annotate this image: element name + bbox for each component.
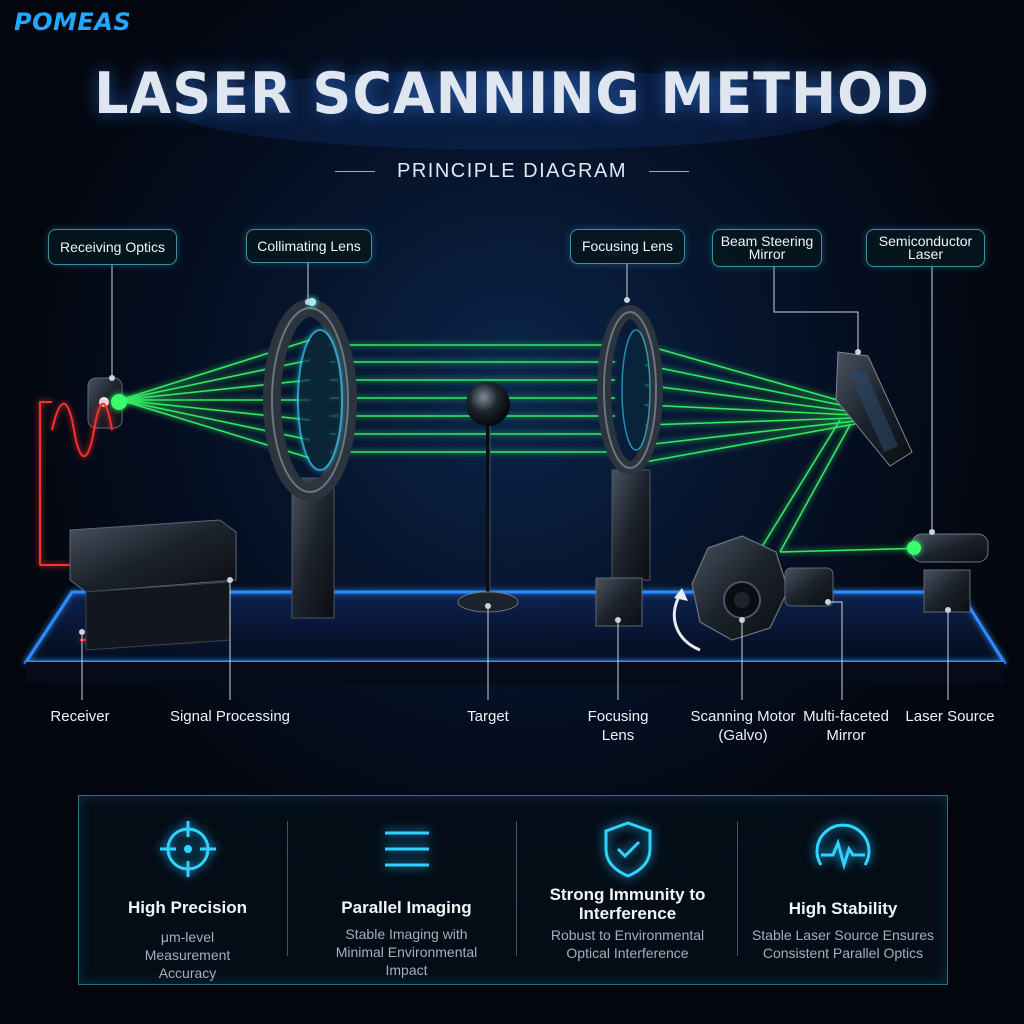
scanning-motor-device xyxy=(672,535,834,652)
shield-check-icon xyxy=(519,814,736,884)
label-target: Target xyxy=(467,708,509,725)
subtitle-divider-right xyxy=(648,171,689,172)
label-receiver: Receiver xyxy=(50,708,110,725)
label-focusing-lens: Focusing Lens xyxy=(570,229,685,264)
subtitle-row: PRINCIPLE DIAGRAM xyxy=(0,160,1024,183)
beam-steering-mirror-device xyxy=(835,351,913,467)
receiver-box xyxy=(69,519,237,651)
feature-divider xyxy=(287,821,288,956)
label-receiving-optics: Receiving Optics xyxy=(48,229,177,265)
page-title: LASER SCANNING METHOD xyxy=(94,60,930,127)
collimating-lens-device xyxy=(263,298,357,619)
crosshair-icon xyxy=(79,814,296,884)
label-semiconductor-laser: Semiconductor Laser xyxy=(866,229,985,267)
feature-desc: Robust to Environmental Optical Interfer… xyxy=(550,927,705,961)
label-focusing-lens-bottom: Focusing Lens xyxy=(587,708,649,744)
page-subtitle: PRINCIPLE DIAGRAM xyxy=(397,160,627,182)
feature-title: High Stability xyxy=(788,899,898,918)
brand-logo: POMEAS xyxy=(14,8,132,36)
feature-immunity: Strong Immunity to Interference Robust t… xyxy=(519,796,736,984)
feature-desc: μm-level Measurement Accuracy xyxy=(144,929,231,981)
feature-title: High Precision xyxy=(127,898,248,917)
feature-title: Parallel Imaging xyxy=(341,898,472,917)
callout-lines xyxy=(79,258,951,700)
feature-desc: Stable Imaging with Minimal Environmenta… xyxy=(335,926,478,978)
label-scanning-motor: Scanning Motor (Galvo) xyxy=(690,708,796,744)
label-signal-processing: Signal Processing xyxy=(169,708,291,725)
feature-divider xyxy=(516,821,517,956)
target-device xyxy=(457,382,519,613)
feature-title: Strong Immunity to Interference xyxy=(549,885,706,923)
label-multi-faceted-mirror: Multi-faceted Mirror xyxy=(803,708,889,744)
feature-divider xyxy=(737,821,738,956)
parallel-lines-icon xyxy=(294,814,519,884)
feature-parallel-imaging: Parallel Imaging Stable Imaging with Min… xyxy=(294,796,519,984)
label-collimating-lens: Collimating Lens xyxy=(246,229,372,263)
heartbeat-monitor-icon xyxy=(739,814,947,884)
laser-source-device xyxy=(907,533,989,613)
feature-desc: Stable Laser Source Ensures Consistent P… xyxy=(751,927,935,961)
feature-high-precision: High Precision μm-level Measurement Accu… xyxy=(79,796,296,984)
feature-high-stability: High Stability Stable Laser Source Ensur… xyxy=(739,796,947,984)
subtitle-divider-left xyxy=(335,171,375,172)
label-beam-steering-mirror: Beam Steering Mirror xyxy=(712,229,822,267)
label-laser-source: Laser Source xyxy=(905,708,995,725)
focusing-lens-device xyxy=(595,305,663,627)
features-panel: High Precision μm-level Measurement Accu… xyxy=(78,795,948,985)
receiving-optics-device xyxy=(87,377,127,429)
